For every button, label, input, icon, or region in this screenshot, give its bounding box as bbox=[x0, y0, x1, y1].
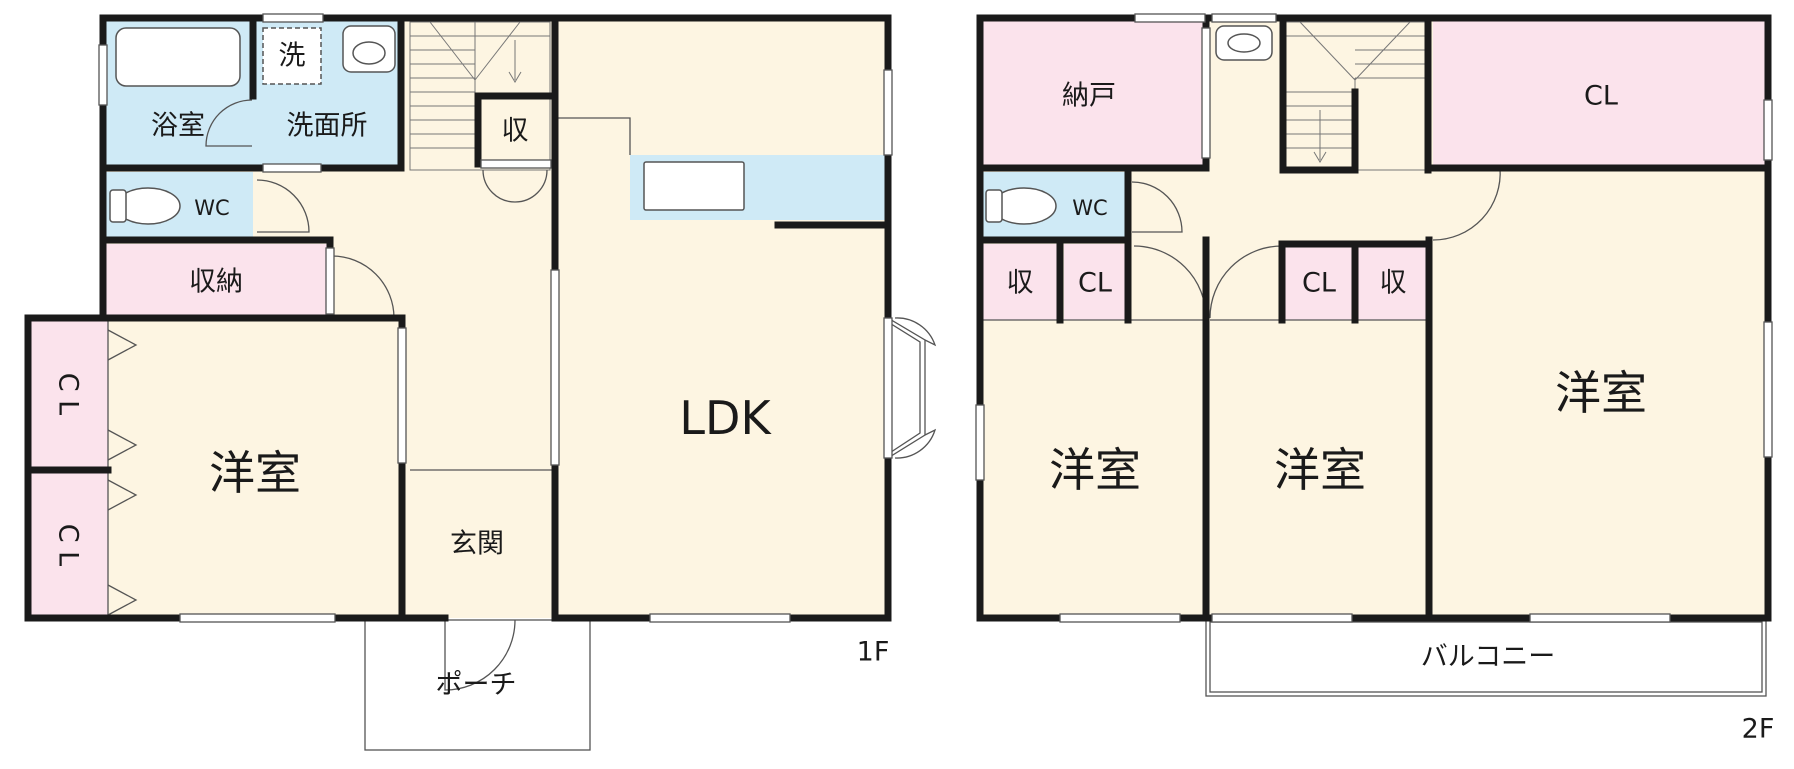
window-1f-hall-ldk bbox=[550, 269, 560, 466]
bay-window-sash-top bbox=[894, 317, 937, 347]
balcony-inner bbox=[1209, 621, 1763, 693]
label-entrance: 玄関 bbox=[450, 529, 504, 560]
floor-label-1f: 1F bbox=[857, 637, 890, 668]
label-washroom: 洗面所 bbox=[287, 111, 368, 142]
closet-fold-a bbox=[107, 329, 138, 361]
label-cl-large: CL bbox=[1584, 81, 1618, 112]
storage-door-1f bbox=[331, 255, 395, 319]
window-2f-nando-right bbox=[1201, 27, 1211, 159]
label-western-right-2f: 洋室 bbox=[1555, 366, 1647, 420]
window-2f-nando-top bbox=[1134, 13, 1206, 23]
window-1f-ldk-south bbox=[649, 613, 791, 623]
toilet-tank-2f bbox=[985, 189, 1003, 223]
closet-fold-d bbox=[107, 584, 138, 616]
door-gap-shu-1f bbox=[480, 159, 552, 169]
room-fill-closet-top-1f bbox=[28, 320, 108, 468]
porch-outline bbox=[364, 619, 591, 751]
laundry-pan bbox=[262, 27, 322, 85]
kitchen-line bbox=[555, 117, 631, 155]
label-western-1f: 洋室 bbox=[209, 446, 301, 500]
window-2f-wash-top bbox=[1211, 13, 1277, 23]
bay-window-sash-bottom bbox=[894, 428, 937, 459]
window-1f-storage-right bbox=[325, 247, 335, 315]
label-ldk: LDK bbox=[679, 391, 772, 445]
label-cl-right-2f: CL bbox=[1302, 268, 1336, 299]
wc-door-2f bbox=[1131, 181, 1183, 233]
label-wc-2f: WC bbox=[1072, 196, 1107, 220]
shu-door-l bbox=[482, 169, 516, 203]
window-1f-east bbox=[883, 69, 893, 156]
walls-2f bbox=[976, 14, 1772, 622]
label-western-mid-2f: 洋室 bbox=[1274, 443, 1366, 497]
room-fill-nando bbox=[980, 18, 1206, 168]
room-fill-cl-right bbox=[1285, 244, 1353, 320]
western-mid-door bbox=[1209, 245, 1283, 319]
washbasin-bowl bbox=[352, 41, 386, 65]
western-right-door bbox=[1432, 167, 1501, 241]
window-1f-western-right bbox=[397, 327, 407, 464]
washbasin-bowl-2f bbox=[1227, 33, 1261, 53]
label-closet-top-1f: C L bbox=[53, 373, 84, 415]
window-1f-western-south bbox=[179, 613, 336, 623]
floor-label-2f: 2F bbox=[1742, 714, 1775, 745]
labels: 浴室 洗 洗面所 WC 収 収納 C L C L 洋室 玄関 LDK ポーチ 1… bbox=[53, 41, 1775, 745]
window-2f-east bbox=[1763, 321, 1773, 458]
window-1f-wash-top bbox=[262, 13, 324, 23]
window-2f-south-right bbox=[1529, 613, 1671, 623]
label-cl-left-2f: CL bbox=[1078, 268, 1112, 299]
label-western-left-2f: 洋室 bbox=[1049, 443, 1141, 497]
room-fill-shu-right bbox=[1357, 244, 1429, 320]
bay-window bbox=[887, 317, 926, 459]
label-nando: 納戸 bbox=[1062, 81, 1116, 112]
label-shu-1f: 収 bbox=[502, 116, 529, 147]
label-porch: ポーチ bbox=[436, 670, 517, 701]
window-2f-south-left bbox=[1059, 613, 1181, 623]
wc-door-1f bbox=[256, 179, 310, 233]
toilet-tank bbox=[109, 189, 127, 223]
label-closet-bottom-1f: C L bbox=[53, 524, 84, 566]
floor-2 bbox=[975, 13, 1773, 697]
closet-fold-c bbox=[107, 479, 138, 511]
entrance-door bbox=[444, 619, 516, 691]
label-shu-right-2f: 収 bbox=[1380, 268, 1407, 299]
room-fill-storage-1f bbox=[103, 244, 330, 316]
label-bath: 浴室 bbox=[151, 111, 205, 142]
room-fill-cl-left bbox=[1064, 244, 1128, 320]
sink-icon bbox=[643, 161, 745, 211]
room-fill-shu-left bbox=[980, 244, 1060, 320]
window-2f-east-top bbox=[1763, 99, 1773, 161]
bathtub-icon bbox=[115, 27, 241, 87]
floor-1 bbox=[24, 13, 937, 751]
window-2f-south-mid bbox=[1211, 613, 1353, 623]
window-1f-wash-bot bbox=[262, 163, 322, 173]
closet-fold-b bbox=[107, 429, 138, 461]
window-2f-west bbox=[975, 404, 985, 481]
bay-window-inner bbox=[887, 321, 921, 455]
room-fill-closet-bottom-1f bbox=[28, 472, 108, 618]
bath-door bbox=[205, 99, 253, 147]
label-wc-1f: WC bbox=[194, 196, 229, 220]
label-shu-left-2f: 収 bbox=[1007, 268, 1034, 299]
label-balcony: バルコニー bbox=[1421, 642, 1555, 673]
label-laundry: 洗 bbox=[279, 41, 306, 72]
label-storage-1f: 収納 bbox=[189, 267, 243, 298]
window-1f-west-bath bbox=[98, 44, 108, 106]
shu-door-r bbox=[514, 169, 548, 203]
room-fill-cl-large bbox=[1433, 18, 1768, 168]
window-1f-bay-gap bbox=[883, 317, 893, 459]
